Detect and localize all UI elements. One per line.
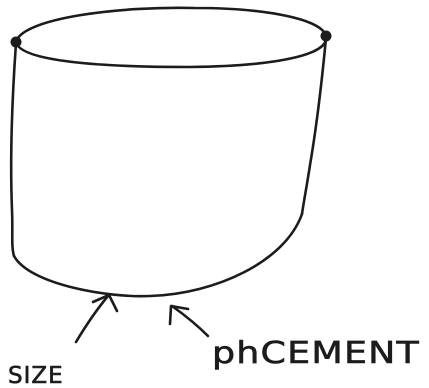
cylinder-right-wall (302, 38, 326, 214)
left-rim-dot (11, 37, 22, 48)
cylinder-bottom-curve (14, 214, 302, 296)
placement-label: phCEMENT (212, 336, 420, 371)
cylinder-left-wall (11, 43, 16, 256)
placement-arrow (170, 306, 208, 336)
right-rim-dot (321, 31, 332, 42)
cylinder-top-ellipse (16, 8, 326, 67)
size-arrow (76, 295, 117, 342)
size-label: SIZE (8, 363, 64, 388)
